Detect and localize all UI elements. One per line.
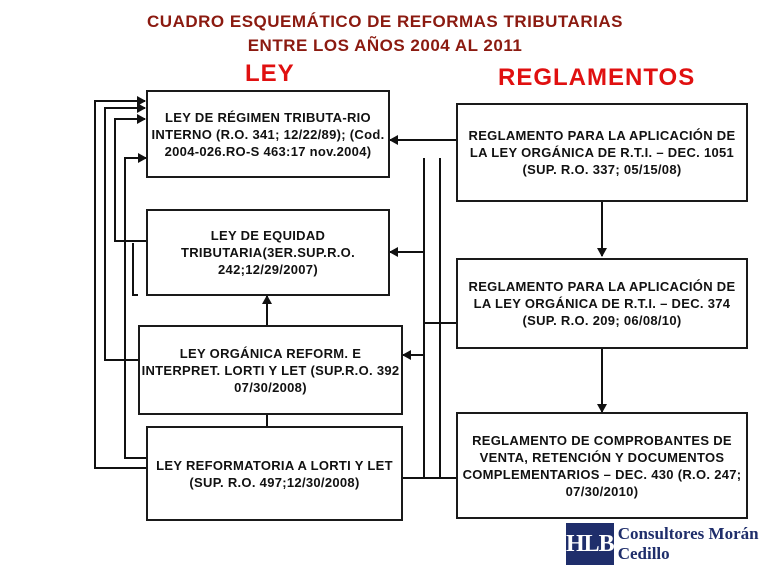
ley-box-lrti: LEY DE RÉGIMEN TRIBUTA-RIO INTERNO (R.O.…: [146, 90, 390, 178]
reglamento-box-dec1051: REGLAMENTO PARA LA APLICACIÓN DE LA LEY …: [456, 103, 748, 202]
reglamento-box-dec374: REGLAMENTO PARA LA APLICACIÓN DE LA LEY …: [456, 258, 748, 349]
logo-text: Consultores Morán Cedillo: [617, 524, 759, 563]
reglamento-box-dec1051-text: REGLAMENTO PARA LA APLICACIÓN DE LA LEY …: [468, 128, 736, 177]
ley-box-equidad: LEY DE EQUIDAD TRIBUTARIA(3ER.SUP.R.O. 2…: [146, 209, 390, 296]
ley-box-reformatoria-text: LEY REFORMATORIA A LORTI Y LET (SUP. R.O…: [156, 457, 393, 490]
diagram-title-line1: CUADRO ESQUEMÁTICO DE REFORMAS TRIBUTARI…: [147, 12, 623, 31]
connector-l4-to-l1: [94, 96, 146, 469]
connector-l3-to-l2: [132, 243, 138, 296]
diagram-title-line2: ENTRE LOS AÑOS 2004 AL 2011: [247, 36, 523, 55]
column-head-ley: LEY: [245, 60, 295, 87]
reglamento-box-dec374-text: REGLAMENTO PARA LA APLICACIÓN DE LA LEY …: [468, 279, 736, 328]
connector-l3-to-l1: [104, 103, 146, 361]
ley-box-reformatoria: LEY REFORMATORIA A LORTI Y LET (SUP. R.O…: [146, 426, 403, 521]
ley-box-lrti-text: LEY DE RÉGIMEN TRIBUTA-RIO INTERNO (R.O.…: [151, 109, 385, 159]
ley-box-organica-reform-text: LEY ORGÁNICA REFORM. E INTERPRET. LORTI …: [141, 345, 400, 395]
reglamento-box-dec430: REGLAMENTO DE COMPROBANTES DE VENTA, RET…: [456, 412, 748, 519]
connector-l4-to-l2: [124, 153, 147, 459]
logo-mark: HLB: [566, 523, 615, 565]
column-head-reglamentos: REGLAMENTOS: [498, 64, 696, 91]
connector-l2-to-l1: [114, 114, 146, 242]
reglamento-box-dec430-text: REGLAMENTO DE COMPROBANTES DE VENTA, RET…: [462, 432, 742, 499]
company-logo: HLB Consultores Morán Cedillo: [566, 522, 768, 566]
ley-box-equidad-text: LEY DE EQUIDAD TRIBUTARIA(3ER.SUP.R.O. 2…: [181, 228, 355, 277]
ley-box-organica-reform: LEY ORGÁNICA REFORM. E INTERPRET. LORTI …: [138, 325, 403, 415]
